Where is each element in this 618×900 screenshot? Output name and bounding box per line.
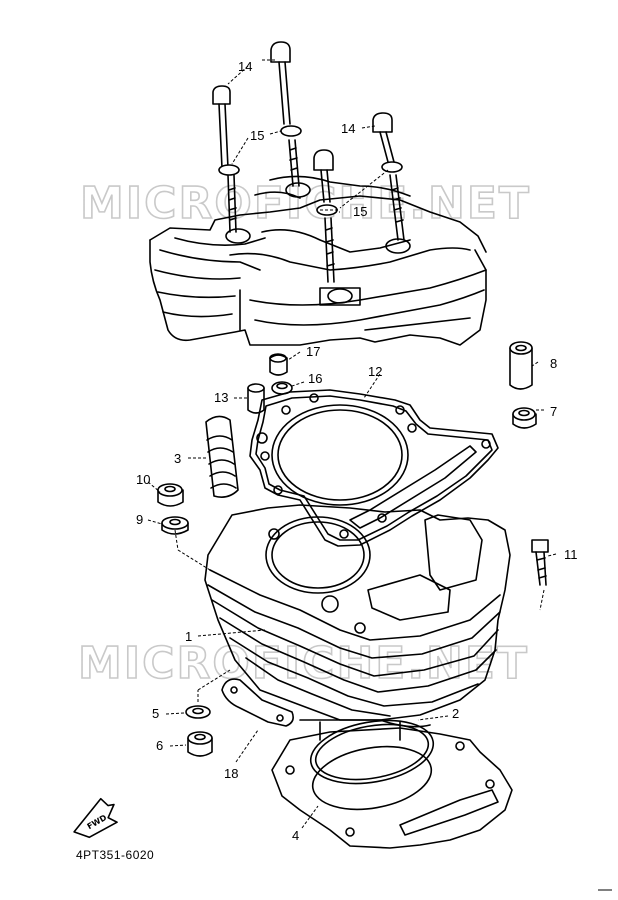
- base-gasket-4: [271, 727, 513, 849]
- callout-5: 5: [152, 706, 159, 721]
- callout-3: 3: [174, 451, 181, 466]
- callout-13: 13: [214, 390, 228, 405]
- cylinder-block: [204, 504, 511, 741]
- head-bolt-rear-right: [372, 112, 405, 241]
- callout-4: 4: [292, 828, 299, 843]
- callout-12: 12: [368, 364, 382, 379]
- callout-16: 16: [308, 371, 322, 386]
- leader-lines: [147, 59, 557, 829]
- head-gasket-12: [249, 389, 499, 547]
- bracket-18: [221, 678, 294, 727]
- diagram-code: 4PT351-6020: [76, 848, 155, 862]
- head-bolt-rear-left: [270, 41, 302, 187]
- watermark-top: MICROFICHE.NET: [80, 178, 531, 229]
- callout-6: 6: [156, 738, 163, 753]
- o-ring-2: [309, 719, 435, 785]
- chain-guide-3: [205, 415, 239, 498]
- callout-8: 8: [550, 356, 557, 371]
- washer-5: [185, 705, 211, 719]
- head-bolt-front-left: [212, 85, 240, 233]
- callout-11: 11: [564, 547, 578, 562]
- washer-7: [512, 407, 537, 429]
- callout-1: 1: [185, 629, 192, 644]
- callout-14b: 14: [341, 121, 355, 136]
- dowel-pin-13: [247, 383, 265, 414]
- dowel-pin-17: [269, 353, 288, 376]
- cylinder-head: [149, 175, 487, 346]
- stud-bolt-11: [531, 539, 549, 586]
- callout-18: 18: [224, 766, 238, 781]
- callout-7: 7: [550, 404, 557, 419]
- forward-direction-icon: FWD: [73, 797, 118, 839]
- nut-10: [157, 483, 184, 507]
- dowel-pin-8: [509, 341, 533, 390]
- callout-15b: 15: [353, 204, 367, 219]
- callout-14a: 14: [238, 59, 252, 74]
- callout-10: 10: [136, 472, 150, 487]
- callout-15a: 15: [250, 128, 264, 143]
- watermark-bottom: MICROFICHE.NET: [78, 638, 529, 689]
- callout-9: 9: [136, 512, 143, 527]
- callout-2: 2: [452, 706, 459, 721]
- nut-6: [187, 731, 213, 757]
- callouts: 14 14 15 15 17 16 12 8 7 13 3 10 9 11 1 …: [136, 59, 578, 843]
- callout-17: 17: [306, 344, 320, 359]
- washer-9: [161, 516, 189, 535]
- o-ring-16: [271, 381, 293, 395]
